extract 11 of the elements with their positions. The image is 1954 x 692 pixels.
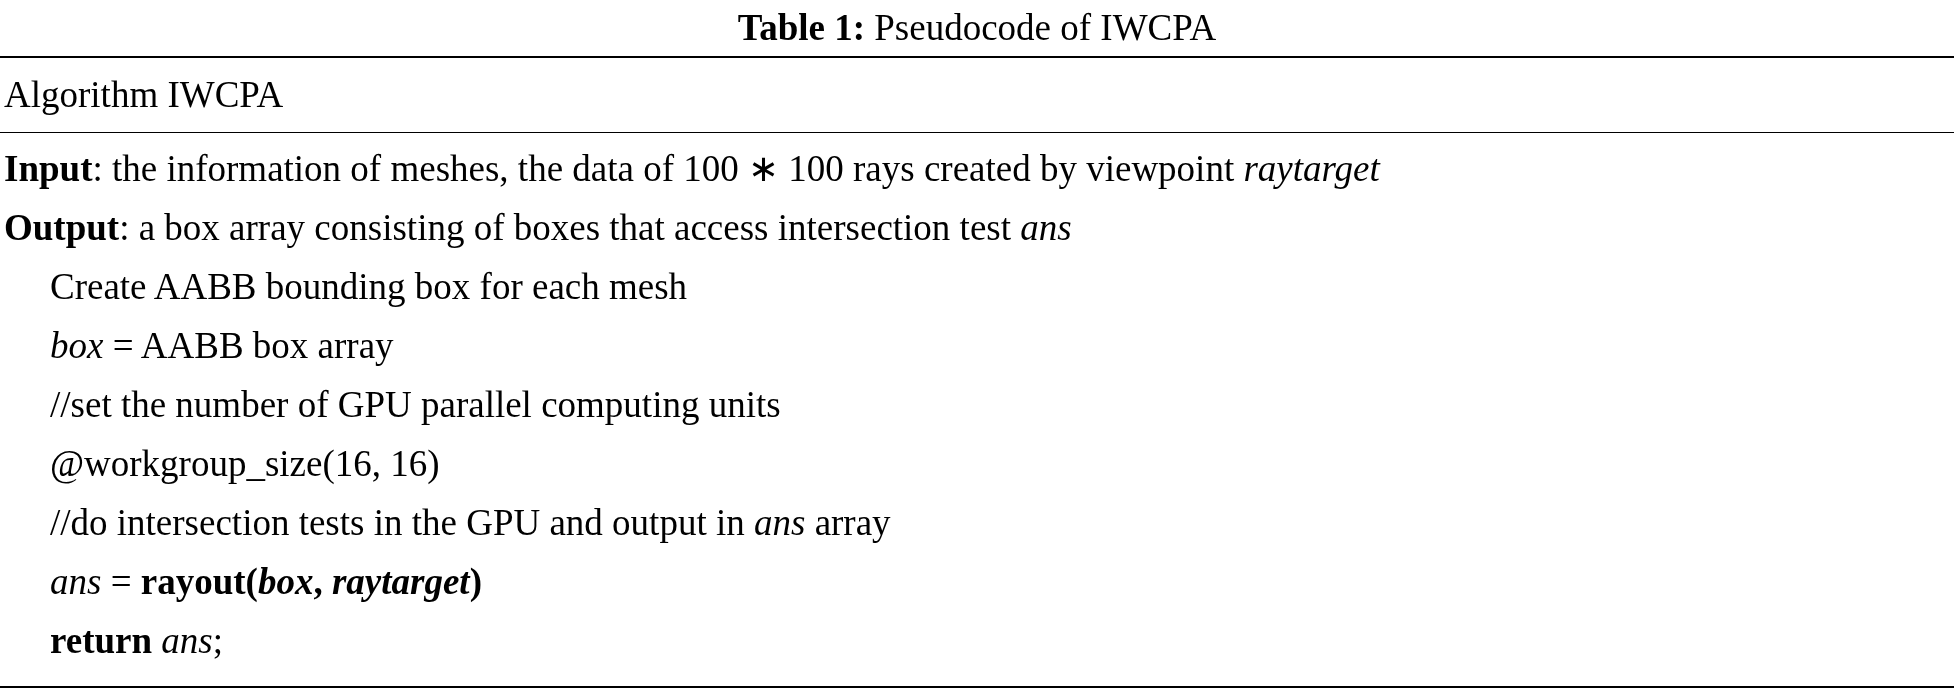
algorithm-heading: Algorithm IWCPA bbox=[4, 73, 284, 118]
pseudocode-line: @workgroup_size(16, 16) bbox=[50, 441, 440, 486]
pseudocode-line: //do intersection tests in the GPU and output in ans array bbox=[50, 500, 891, 545]
pseudocode-line: box = AABB box array bbox=[50, 323, 394, 368]
pseudocode-line: ans = rayout(box, raytarget) bbox=[50, 559, 482, 604]
algorithm-spec-line: Output: a box array consisting of boxes that access intersection test ans bbox=[4, 205, 1072, 250]
algorithm-spec-line: Input: the information of meshes, the data of 100 ∗ 100 rays created by viewpoint raytarget bbox=[4, 146, 1380, 191]
pseudocode-line: Create AABB bounding box for each mesh bbox=[50, 264, 688, 309]
pseudocode-line: //set the number of GPU parallel computing units bbox=[50, 382, 781, 427]
table-caption: Table 1: Pseudocode of IWCPA bbox=[737, 6, 1217, 51]
pseudocode-line: return ans; bbox=[50, 618, 223, 663]
